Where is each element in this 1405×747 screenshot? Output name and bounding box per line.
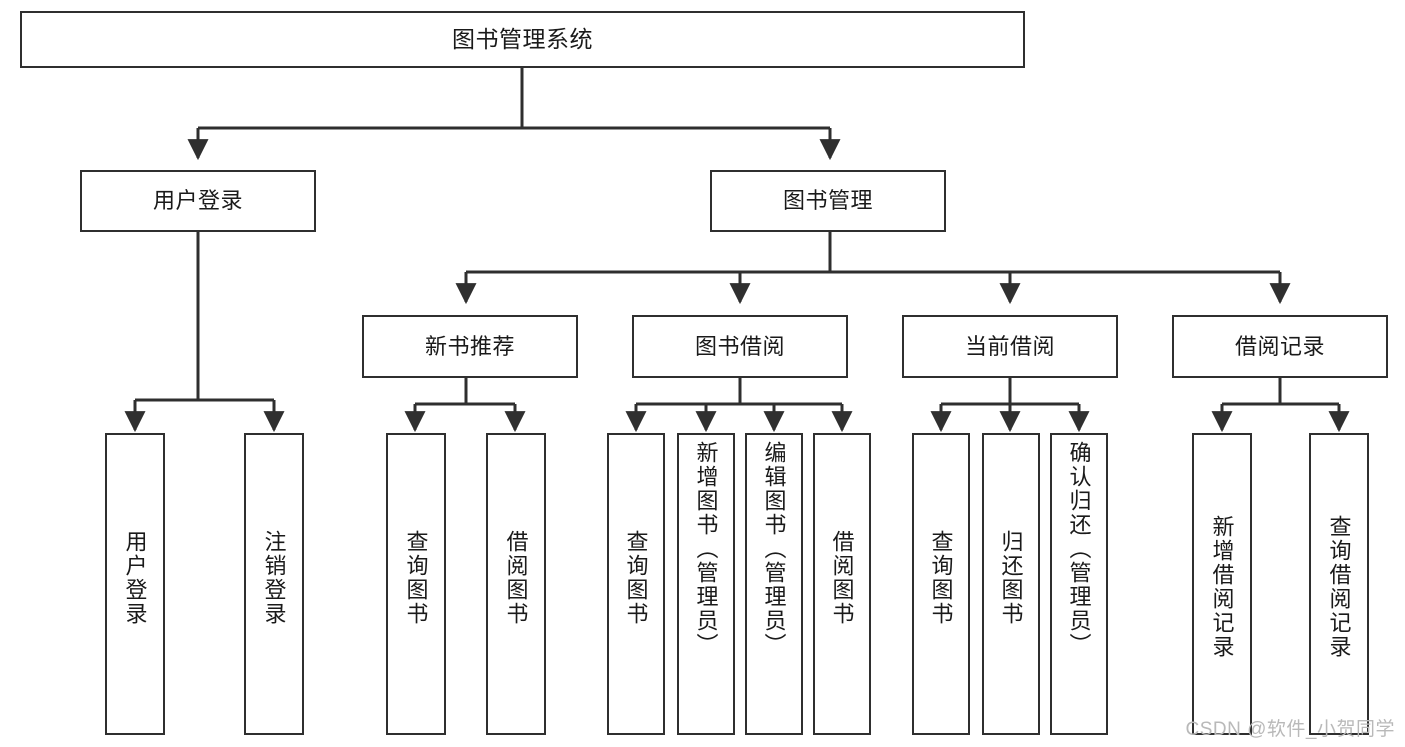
leaf-user-login[interactable]: 用户登录 [105, 433, 165, 735]
leaf-confirm-return-admin[interactable]: 确认归还（管理员） [1050, 433, 1108, 735]
node-label: 借阅图书 [503, 530, 529, 626]
leaf-query-book-current[interactable]: 查询图书 [912, 433, 970, 735]
leaf-query-book-borrow[interactable]: 查询图书 [607, 433, 665, 735]
leaf-query-borrow-record[interactable]: 查询借阅记录 [1309, 433, 1369, 735]
node-borrow-record[interactable]: 借阅记录 [1172, 315, 1388, 378]
node-user-login[interactable]: 用户登录 [80, 170, 316, 232]
node-label: 借阅图书 [829, 530, 855, 626]
leaf-borrow-book-recommend[interactable]: 借阅图书 [486, 433, 546, 735]
node-label: 查询图书 [403, 530, 429, 626]
node-label: 图书管理系统 [452, 26, 593, 53]
node-label: 用户登录 [122, 530, 148, 626]
node-label: 查询图书 [928, 530, 954, 626]
node-label: 当前借阅 [964, 333, 1055, 359]
node-label: 新增借阅记录 [1209, 515, 1235, 659]
leaf-edit-book-admin[interactable]: 编辑图书（管理员） [745, 433, 803, 735]
node-label: 查询图书 [623, 530, 649, 626]
node-label: 归还图书 [998, 530, 1024, 626]
node-label: 用户登录 [152, 188, 243, 214]
csdn-watermark: CSDN @软件_小贺同学 [1185, 719, 1395, 740]
node-label: 注销登录 [261, 530, 287, 626]
node-current-borrow[interactable]: 当前借阅 [902, 315, 1118, 378]
leaf-query-book-recommend[interactable]: 查询图书 [386, 433, 446, 735]
node-label: 新增图书（管理员） [693, 441, 719, 657]
node-new-book-recommend[interactable]: 新书推荐 [362, 315, 578, 378]
node-label: 借阅记录 [1234, 333, 1325, 359]
node-book-manage[interactable]: 图书管理 [710, 170, 946, 232]
node-label: 编辑图书（管理员） [761, 441, 787, 657]
node-root-system[interactable]: 图书管理系统 [20, 11, 1025, 68]
leaf-return-book[interactable]: 归还图书 [982, 433, 1040, 735]
node-label: 查询借阅记录 [1326, 515, 1352, 659]
node-label: 新书推荐 [424, 333, 515, 359]
node-label: 图书管理 [782, 188, 873, 214]
node-book-borrow[interactable]: 图书借阅 [632, 315, 848, 378]
leaf-borrow-book-borrow[interactable]: 借阅图书 [813, 433, 871, 735]
node-label: 确认归还（管理员） [1066, 441, 1092, 657]
leaf-add-book-admin[interactable]: 新增图书（管理员） [677, 433, 735, 735]
leaf-user-logout[interactable]: 注销登录 [244, 433, 304, 735]
leaf-add-borrow-record[interactable]: 新增借阅记录 [1192, 433, 1252, 735]
node-label: 图书借阅 [694, 333, 785, 359]
